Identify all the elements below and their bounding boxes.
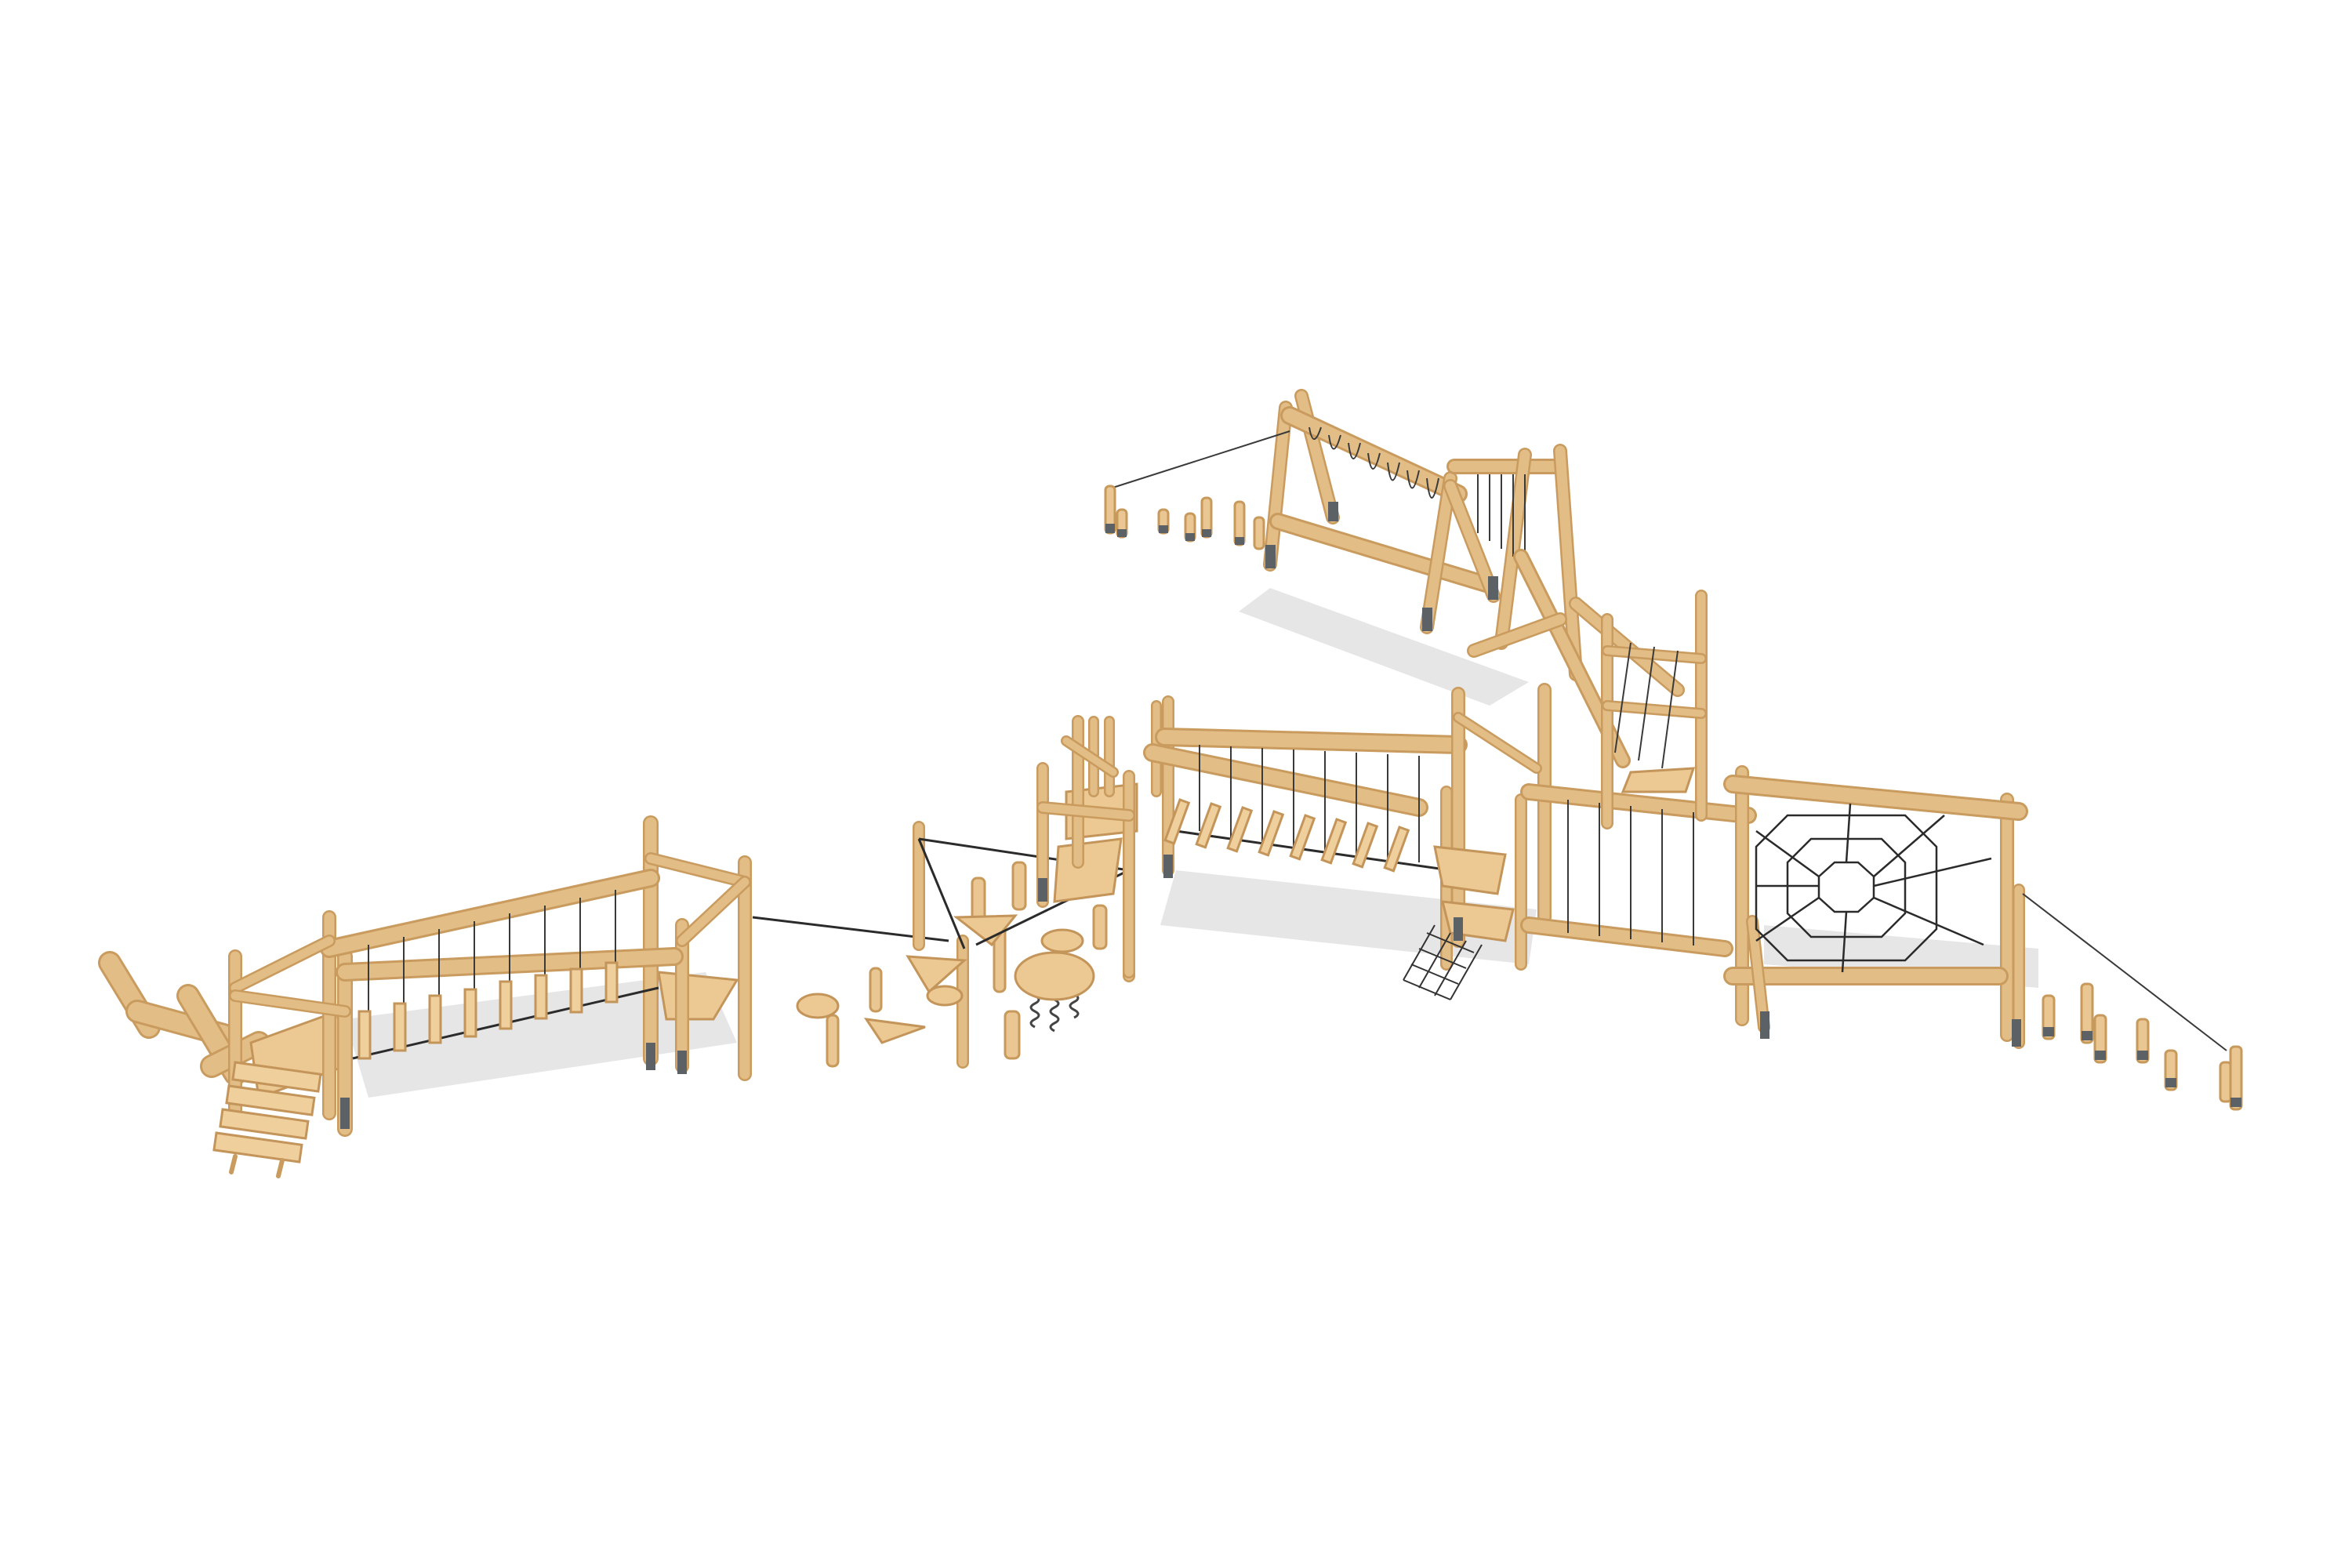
rope-traverse	[1520, 783, 1757, 957]
swing-frame-ropes	[1446, 444, 1583, 681]
log-balance-left	[98, 951, 270, 1086]
stepping-posts-left	[1104, 485, 1265, 550]
spring-platform	[1014, 951, 1095, 1033]
hanging-bridge-center	[1143, 683, 1552, 971]
cargo-net	[1403, 924, 1483, 1000]
ramp-left	[212, 1061, 322, 1178]
tower-left	[1036, 695, 1174, 978]
swing-frame-rings	[1105, 389, 1501, 634]
hanging-bridge-left	[228, 815, 949, 1137]
ground-shadows	[345, 588, 2038, 1098]
spider-web-net	[1723, 765, 2227, 1051]
diagonal-ladder	[1467, 549, 1708, 829]
stepping-posts-right	[2042, 982, 2243, 1111]
